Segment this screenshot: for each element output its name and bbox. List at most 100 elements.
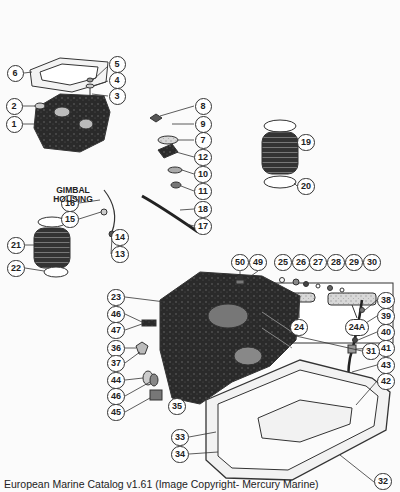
callout-circle: 12 [194,149,212,166]
callout-circle: 32 [374,473,392,490]
callout-circle: 46 [107,388,125,405]
callout-circle: 8 [195,98,212,115]
callout-circle: 3 [109,88,126,105]
callout-number: 17 [198,222,208,231]
callout-circle: 6 [7,65,24,82]
callout-number: 43 [381,361,391,370]
callout-number: 3 [114,92,119,101]
callout-number: 29 [349,258,359,267]
callout-circle: 17 [194,218,212,235]
callout-number: 18 [198,205,208,214]
callout-circle: 39 [377,308,395,325]
callout-circle: 41 [377,340,395,357]
callout-number: 37 [111,359,121,368]
callout-number: 30 [367,258,377,267]
callout-number: 11 [198,187,208,196]
callout-circle: 11 [194,183,212,200]
callout-circle: 1 [6,116,23,133]
caption: European Marine Catalog v1.61 (Image Cop… [4,478,319,490]
callout-number: 47 [111,326,121,335]
callout-number: 21 [11,241,21,250]
callout-number: 41 [381,344,391,353]
callout-circle: 36 [107,340,125,357]
callout-circle: 29 [345,254,363,271]
callout-circle: 47 [107,322,125,339]
callout-number: 15 [65,215,75,224]
callout-number: 50 [235,258,245,267]
callout-circle: 15 [61,211,79,228]
callout-circle: 20 [297,178,315,195]
callout-circle: 37 [107,355,125,372]
callout-number: 26 [296,258,306,267]
callout-circle: 10 [194,166,212,183]
callout-circle: 34 [171,446,189,463]
callout-circle: 5 [109,56,126,73]
callout-circle: 25 [274,254,292,271]
callout-circle: 30 [363,254,381,271]
callout-circle: 38 [377,292,395,309]
callout-circle: 28 [327,254,345,271]
callout-number: 36 [111,344,121,353]
callout-number: 19 [301,138,311,147]
callout-circle: 4 [109,72,126,89]
callout-number: 6 [12,69,17,78]
callout-number: 1 [11,120,16,129]
callout-circle: 24 [290,319,308,336]
callout-number: 32 [378,477,388,486]
callout-circle: 46 [107,306,125,323]
callout-number: 25 [278,258,288,267]
callout-number: 33 [175,433,185,442]
callout-circle: 26 [292,254,310,271]
callout-circle: 43 [377,357,395,374]
callout-circle: 49 [249,254,267,271]
callout-number: 42 [381,377,391,386]
callout-number: 39 [381,312,391,321]
callout-number: 14 [115,233,125,242]
callout-circle: 18 [194,201,212,218]
callout-number: 22 [11,264,21,273]
callout-number: 31 [366,347,376,356]
callout-number: 5 [114,60,119,69]
callout-circle: 45 [107,404,125,421]
callout-circle: 24A [345,319,370,336]
callout-number: 46 [111,310,121,319]
callout-number: 45 [111,408,121,417]
callout-circle: 2 [6,98,23,115]
callout-number: 28 [331,258,341,267]
callout-number: 27 [313,258,323,267]
callout-circle: 50 [231,254,249,271]
callout-circle: 31 [362,343,380,360]
callout-number: 2 [11,102,16,111]
callout-circle: 22 [7,260,25,277]
callout-circle: 35 [168,398,186,415]
callout-number: 46 [111,392,121,401]
callout-circle: 44 [107,372,125,389]
callout-number: 20 [301,182,311,191]
callout-circle: 19 [297,134,315,151]
callout-number: 24A [349,323,366,332]
callout-circle: 14 [111,229,129,246]
callout-number: 7 [200,136,205,145]
callout-number: 35 [172,402,182,411]
callout-number: 12 [198,153,208,162]
callout-number: 13 [115,250,125,259]
callout-circle: 23 [107,289,125,306]
callout-number: 4 [114,76,119,85]
callout-number: 34 [175,450,185,459]
callout-circle: 27 [309,254,327,271]
callout-circle: 33 [171,429,189,446]
callout-number: 23 [111,293,121,302]
callout-number: 8 [200,102,205,111]
callout-number: 38 [381,296,391,305]
callout-number: 9 [200,120,205,129]
callout-circle: 13 [111,246,129,263]
part-label: GIMBAL HOUSING [46,186,100,204]
callout-number: 49 [253,258,263,267]
callout-number: 40 [381,328,391,337]
callout-circle: 21 [7,237,25,254]
callout-circle: 40 [377,324,395,341]
callout-circle: 42 [377,373,395,390]
callout-number: 24 [294,323,304,332]
callout-circle: 9 [195,116,212,133]
